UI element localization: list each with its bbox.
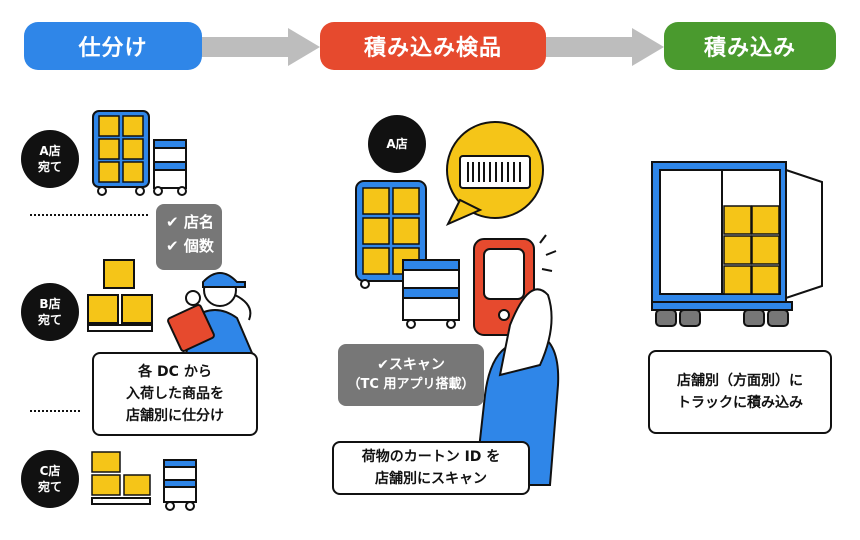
store-c-badge: C店 宛て: [21, 450, 79, 508]
divider: [30, 410, 80, 412]
divider: [30, 214, 148, 216]
checklist-bubble: ✔ 店名 ✔ 個数: [156, 204, 222, 270]
arrow-icon: [202, 28, 320, 66]
inspect-description: 荷物のカートン ID を 店舗別にスキャン: [332, 441, 530, 495]
step-inspect-label: 積み込み検品: [363, 36, 502, 61]
cart-icon: [91, 451, 197, 511]
step-sort: 仕分け: [24, 22, 202, 70]
check-item-store-name: ✔ 店名: [166, 213, 214, 231]
step-load-label: 積み込み: [703, 36, 796, 61]
step-sort-label: 仕分け: [78, 36, 148, 61]
barcode-bubble-icon: [445, 121, 544, 227]
store-a-badge: A店 宛て: [21, 130, 79, 188]
step-inspect: 積み込み検品: [320, 22, 546, 70]
check-item-count: ✔ 個数: [166, 237, 214, 255]
load-description: 店舗別（方面別）に トラックに積み込み: [648, 350, 832, 434]
worker-icon: [167, 272, 257, 361]
scan-label: ✔スキャン （TC 用アプリ搭載）: [338, 344, 484, 406]
step-load: 積み込み: [664, 22, 836, 70]
sort-description: 各 DC から 入荷した商品を 店舗別に仕分け: [92, 352, 258, 436]
arrow-icon: [546, 28, 664, 66]
cart-icon: [92, 110, 187, 196]
cart-icon: [355, 180, 460, 329]
store-a-badge: A店: [368, 115, 426, 173]
store-b-badge: B店 宛て: [21, 283, 79, 341]
truck-icon: [651, 161, 823, 327]
boxes-icon: [87, 259, 153, 332]
